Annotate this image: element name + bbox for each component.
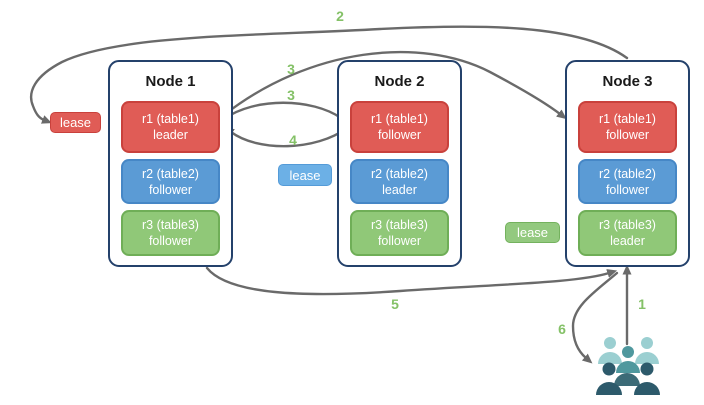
node3-replica-r2: r2 (table2) follower (578, 159, 677, 204)
step-label-1: 1 (638, 296, 646, 312)
node-3-box: Node 3 r1 (table1) follower r2 (table2) … (565, 60, 690, 267)
node-2-box: Node 2 r1 (table1) follower r2 (table2) … (337, 60, 462, 267)
arrow-step5-node1-to-node3 (205, 266, 618, 296)
replica-name: r2 (table2) (142, 166, 199, 181)
arrow-step6-node3-to-users (571, 271, 619, 364)
arrow-step3-node1-to-node3 (222, 50, 567, 120)
replica-role: follower (148, 234, 193, 248)
lease-badge-r3: lease (505, 222, 560, 243)
node3-replica-r1: r1 (table1) follower (578, 101, 677, 153)
replica-name: r1 (table1) (142, 112, 199, 126)
replica-role: leader (153, 128, 188, 142)
step-label-5: 5 (391, 296, 399, 312)
replica-name: r3 (table3) (599, 218, 656, 232)
node1-replica-r1: r1 (table1) leader (121, 101, 220, 153)
node-1-title: Node 1 (145, 73, 196, 90)
node2-replica-r1: r1 (table1) follower (350, 101, 449, 153)
arrow-step4-node2-to-node1 (224, 126, 349, 148)
replica-name: r2 (table2) (371, 166, 428, 181)
lease-badge-r2: lease (278, 164, 332, 186)
replica-name: r1 (table1) (599, 112, 656, 126)
replica-role: follower (605, 128, 650, 142)
node-1-box: Node 1 r1 (table1) leader r2 (table2) fo… (108, 60, 233, 267)
node3-replica-r3: r3 (table3) leader (578, 210, 677, 256)
replica-name: r1 (table1) (371, 112, 428, 126)
step-label-2: 2 (336, 8, 344, 24)
step-label-6: 6 (558, 321, 566, 337)
replica-role: leader (382, 182, 417, 197)
node2-replica-r3: r3 (table3) follower (350, 210, 449, 256)
node1-replica-r3: r3 (table3) follower (121, 210, 220, 256)
node2-replica-r2: r2 (table2) leader (350, 159, 449, 204)
node1-replica-r2: r2 (table2) follower (121, 159, 220, 204)
replica-name: r3 (table3) (371, 218, 428, 232)
node-2-title: Node 2 (374, 73, 425, 90)
lease-badge-r1: lease (50, 112, 101, 133)
replica-role: follower (377, 234, 422, 248)
replica-role: leader (610, 234, 645, 248)
step-label-3b: 3 (287, 87, 295, 103)
step-label-3a: 3 (287, 61, 295, 77)
replica-name: r2 (table2) (599, 166, 656, 181)
node-3-title: Node 3 (602, 73, 653, 90)
replica-role: follower (377, 128, 422, 142)
replica-name: r3 (table3) (142, 218, 199, 232)
arrow-step2-node3-to-red-lease (30, 25, 629, 124)
replica-role: follower (148, 182, 193, 197)
arrow-step3-node1-to-node2 (222, 101, 349, 123)
step-label-4: 4 (289, 132, 297, 148)
replica-role: follower (605, 182, 650, 197)
users-group-icon (596, 337, 660, 395)
